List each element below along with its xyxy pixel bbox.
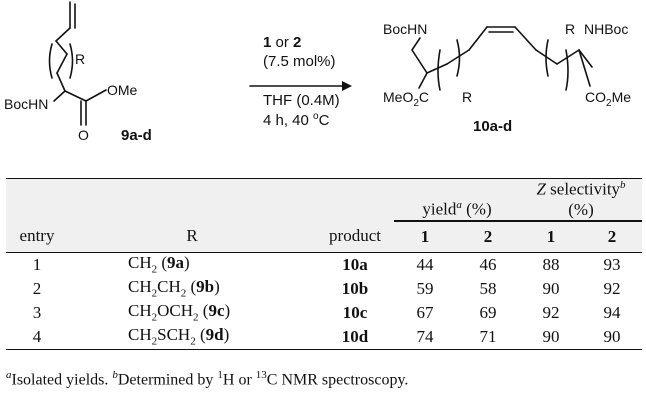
- header-z-cat1: 1: [520, 220, 582, 253]
- product-nhboc-label: NHBoc: [584, 21, 628, 37]
- header-yield-cat1: 1: [394, 220, 456, 253]
- header-z-selectivity: Z selectivityb(%): [520, 177, 642, 222]
- product-compound-label: 10a-d: [473, 118, 512, 135]
- reaction-scheme: R BocHN OMe O 9a-d 1 or 2 (7.5 mol%) THF…: [4, 1, 631, 144]
- reactant-o-label: O: [78, 127, 89, 143]
- results-table: yielda (%) Z selectivityb(%) entry R pro…: [6, 177, 642, 350]
- condition-loading: (7.5 mol%): [263, 53, 336, 70]
- condition-solvent: THF (0.4M): [263, 92, 340, 109]
- header-product: product: [316, 220, 394, 253]
- product-bochn-label: BocHN: [383, 21, 427, 37]
- header-yield: yielda (%): [394, 177, 520, 222]
- header-r: R: [68, 220, 316, 253]
- product-r-left-label: R: [462, 89, 472, 105]
- condition-time-temp: 4 h, 40 oC: [263, 111, 330, 129]
- header-yield-cat2: 2: [456, 220, 520, 253]
- product-co2me-label: CO2Me: [585, 89, 631, 109]
- product-r-right-label: R: [565, 21, 575, 37]
- reactant-r-label: R: [75, 51, 85, 67]
- reactant-bochn-label: BocHN: [4, 96, 48, 112]
- header-entry: entry: [6, 220, 68, 253]
- reactant-compound-label: 9a-d: [121, 127, 152, 144]
- header-z-cat2: 2: [582, 220, 642, 253]
- condition-catalyst: 1 or 2: [263, 34, 301, 51]
- reactant-ome-label: OMe: [107, 82, 138, 98]
- product-meo2c-label: MeO2C: [383, 89, 429, 109]
- table-footnote: aIsolated yields. bDetermined by 1H or 1…: [6, 369, 409, 389]
